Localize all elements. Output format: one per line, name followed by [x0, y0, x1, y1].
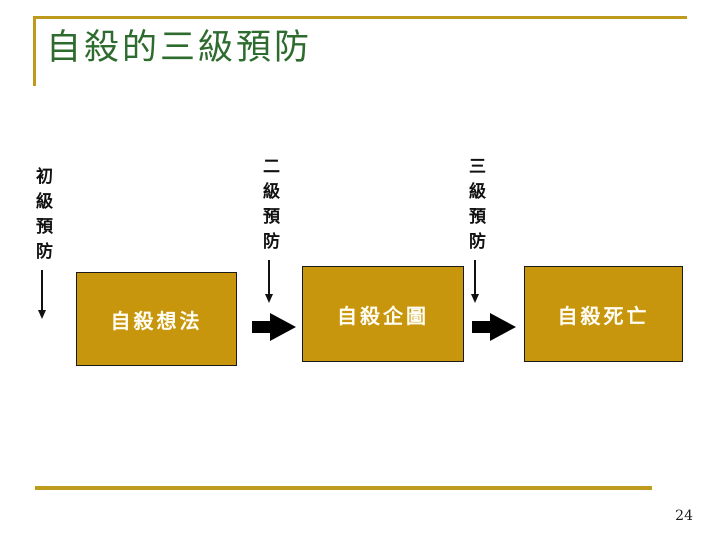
- prevention-level-3: 三級預防: [462, 157, 487, 304]
- stage-box-1-label: 自殺想法: [110, 308, 203, 333]
- page-number: 24: [675, 508, 693, 524]
- down-arrow-icon: [468, 260, 482, 304]
- right-block-arrow-icon: [472, 313, 516, 341]
- stage-box-suicide-death: 自殺死亡: [524, 266, 683, 362]
- footer-rule: [35, 486, 652, 490]
- slide-title: 自殺的三級預防: [46, 28, 313, 68]
- stage-box-3-label: 自殺死亡: [557, 303, 650, 328]
- header-rule-left: [33, 16, 36, 86]
- prevention-level-3-label: 三級預防: [465, 157, 485, 257]
- down-arrow-icon: [35, 270, 49, 320]
- down-arrow-icon: [262, 260, 276, 304]
- stage-box-suicidal-ideation: 自殺想法: [76, 272, 237, 366]
- right-block-arrow-icon: [252, 313, 296, 341]
- header-rule-top: [33, 16, 687, 19]
- prevention-level-1-label: 初級預防: [32, 167, 52, 267]
- prevention-level-2-label: 二級預防: [259, 157, 279, 257]
- prevention-level-2: 二級預防: [256, 157, 281, 304]
- stage-box-2-label: 自殺企圖: [337, 303, 429, 328]
- stage-box-suicide-attempt: 自殺企圖: [302, 266, 464, 362]
- prevention-level-1: 初級預防: [29, 167, 54, 320]
